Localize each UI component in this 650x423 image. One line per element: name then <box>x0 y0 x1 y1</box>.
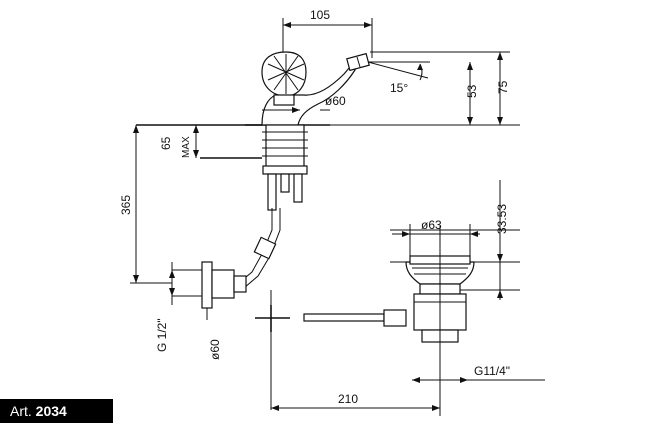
pop-up-lever <box>255 290 407 410</box>
dimension-3353: 33:53 <box>495 180 509 300</box>
dim-60-spout-label: ø60 <box>325 94 346 108</box>
article-number: 2034 <box>35 403 67 419</box>
dimension-60-base: ø60 <box>262 94 346 113</box>
dimension-63: ø63 <box>392 218 480 256</box>
angle-15-label: 15° <box>390 81 408 95</box>
dim-3353-label: 33:53 <box>495 204 509 234</box>
dimension-60-bottom: ø60 <box>206 308 222 360</box>
angle-15: 15° <box>367 61 430 95</box>
dimension-g114: G11/4" <box>412 364 545 383</box>
dim-53-label: 53 <box>465 84 479 98</box>
article-prefix: Art. <box>10 403 36 419</box>
waste-assembly <box>390 226 520 350</box>
supply-hose <box>239 208 281 289</box>
dimension-210: 210 <box>271 342 441 416</box>
angle-valve <box>172 261 247 309</box>
dim-210-label: 210 <box>338 392 358 406</box>
dimension-g12: G 1/2" <box>155 262 175 352</box>
dim-g12-label: G 1/2" <box>155 318 169 352</box>
dim-max-label: MAX <box>181 136 192 158</box>
dim-105-label: 105 <box>310 8 330 22</box>
faucet-body <box>245 51 370 126</box>
dim-65-label: 65 <box>159 136 173 150</box>
dim-75-label: 75 <box>496 80 510 94</box>
dim-365-label: 365 <box>119 195 133 215</box>
dim-63-label: ø63 <box>421 218 442 232</box>
fixing-assembly <box>136 124 308 211</box>
dimension-75: 75 <box>372 51 510 125</box>
dimension-105: 105 <box>282 8 373 58</box>
dim-60-bottom-label: ø60 <box>208 339 222 360</box>
article-badge: Art. 2034 <box>0 399 113 423</box>
dimension-365: 365 <box>119 125 172 284</box>
dimension-65-max: 65 MAX <box>159 125 199 158</box>
dim-g114-label: G11/4" <box>474 364 510 378</box>
